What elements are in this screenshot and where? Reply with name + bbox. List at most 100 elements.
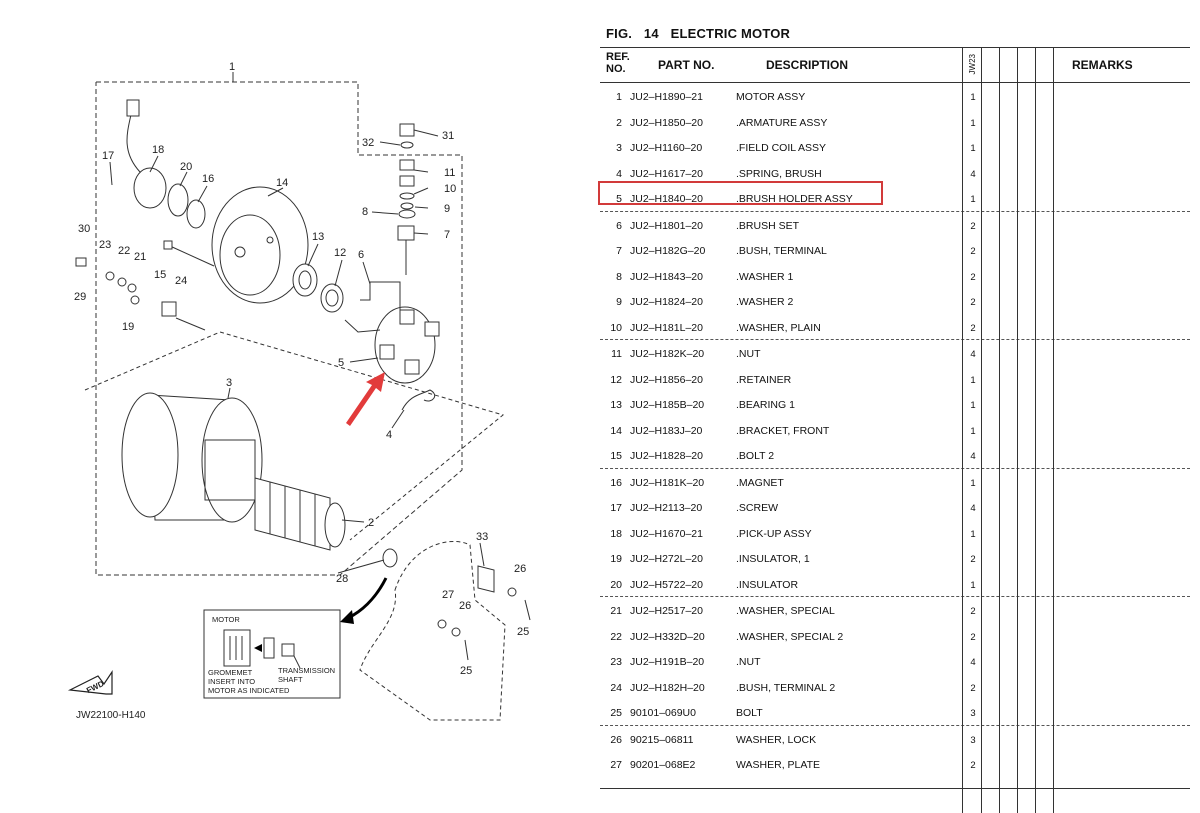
part-no-cell: JU2–H1801–20	[630, 219, 703, 232]
callout-3: 3	[226, 377, 232, 389]
description-cell: .WASHER, PLAIN	[736, 321, 821, 334]
quantity-cell: 1	[970, 194, 976, 205]
part-no-cell: JU2–H272L–20	[630, 553, 703, 565]
quantity-cell: 4	[970, 349, 976, 360]
part-no-cell: JU2–H1843–20	[630, 270, 703, 283]
inset-motor-label: MOTOR	[212, 615, 240, 624]
callout-2: 2	[368, 517, 374, 529]
callout-26a: 26	[514, 563, 526, 575]
ref-cell: 25	[610, 707, 622, 719]
fig-number: 14	[643, 26, 659, 41]
inset-shaft-1: TRANSMISSION	[278, 666, 335, 675]
bracket-33	[477, 565, 495, 593]
part-no-cell: JU2–H191B–20	[630, 656, 705, 668]
description-cell: BOLT	[736, 707, 763, 719]
part-no-cell: JU2–H1840–20	[630, 193, 703, 205]
description-cell: WASHER, PLATE	[736, 759, 821, 771]
ref-cell: 8	[616, 270, 622, 283]
parts-list: FIG. 14 ELECTRIC MOTOR REF. NO. PART NO.…	[600, 24, 1190, 813]
part-no-cell: JU2–H332D–20	[630, 630, 705, 643]
red-pointer-arrow	[346, 372, 385, 426]
ref-cell: 9	[616, 296, 622, 308]
ref-cell: 4	[616, 167, 622, 180]
magnet	[186, 199, 206, 229]
ref-cell: 7	[616, 245, 622, 257]
inset-shaft-2: SHAFT	[278, 675, 303, 684]
callout-28: 28	[336, 573, 348, 585]
washer-9	[400, 202, 414, 210]
part-no-cell: 90101–069U0	[630, 707, 696, 719]
part-no-cell: JU2–H2113–20	[630, 502, 703, 514]
part-no-cell: JU2–H2517–20	[630, 605, 703, 617]
quantity-cell: 4	[970, 451, 976, 462]
washer-8	[398, 209, 416, 219]
nut-11b	[399, 159, 415, 171]
description-cell: .SCREW	[736, 502, 778, 514]
ref-cell: 6	[616, 219, 622, 232]
ref-cell: 5	[616, 193, 622, 205]
terminal-bush	[397, 225, 415, 241]
description-cell: .WASHER, SPECIAL 2	[736, 630, 844, 643]
callout-31: 31	[442, 130, 454, 142]
callout-25a: 25	[517, 626, 529, 638]
part-no-cell: JU2–H182H–20	[630, 681, 705, 694]
brush-holder	[374, 306, 436, 384]
callout-20: 20	[180, 161, 192, 173]
armature	[254, 477, 331, 551]
description-cell: .WASHER 1	[736, 270, 794, 283]
part-no-cell: JU2–H1890–21	[630, 91, 703, 103]
insulator-ring	[167, 183, 189, 217]
nut-31	[399, 123, 415, 137]
description-cell: .BUSH, TERMINAL 2	[736, 681, 836, 694]
washer-10	[399, 192, 415, 200]
callout-5: 5	[338, 357, 344, 369]
description-cell: .ARMATURE ASSY	[736, 116, 828, 129]
quantity-cell: 4	[970, 168, 976, 180]
callout-14: 14	[276, 177, 288, 189]
callout-18: 18	[152, 144, 164, 156]
ref-cell: 15	[610, 450, 622, 462]
ref-cell: 22	[610, 630, 622, 643]
ref-cell: 27	[610, 759, 622, 771]
quantity-cell: 2	[970, 760, 976, 771]
ref-cell: 10	[610, 321, 622, 334]
inset-arrow	[347, 577, 388, 620]
description-cell: .NUT	[736, 656, 761, 668]
quantity-cell: 1	[970, 425, 976, 437]
ref-cell: 17	[610, 502, 622, 514]
washer-21	[127, 283, 137, 293]
inset-grommet-1: GROMEMET	[208, 668, 253, 677]
callout-32: 32	[362, 137, 374, 149]
quantity-cell: 1	[970, 528, 976, 540]
part-no-cell: JU2–H1160–20	[630, 142, 703, 154]
callout-19: 19	[122, 321, 134, 333]
quantity-cell: 2	[970, 220, 976, 232]
ref-cell: 24	[610, 681, 622, 694]
description-cell: .BEARING 1	[736, 399, 795, 411]
callout-21: 21	[134, 251, 146, 263]
callout-17: 17	[102, 150, 114, 162]
quantity-cell: 1	[970, 400, 976, 411]
ref-cell: 19	[610, 553, 622, 565]
header-description: DESCRIPTION	[766, 58, 849, 72]
pickup-connector	[126, 99, 140, 117]
description-cell: .PICK-UP ASSY	[736, 527, 812, 540]
inset-shaft-shape	[281, 643, 295, 657]
description-cell: .NUT	[736, 348, 761, 360]
fig-name: ELECTRIC MOTOR	[670, 26, 791, 41]
bearing	[292, 263, 318, 297]
description-cell: .INSULATOR	[736, 578, 799, 591]
part-no-cell: JU2–H1824–20	[630, 296, 703, 308]
callout-27: 27	[442, 589, 454, 601]
ref-cell: 12	[610, 373, 622, 386]
